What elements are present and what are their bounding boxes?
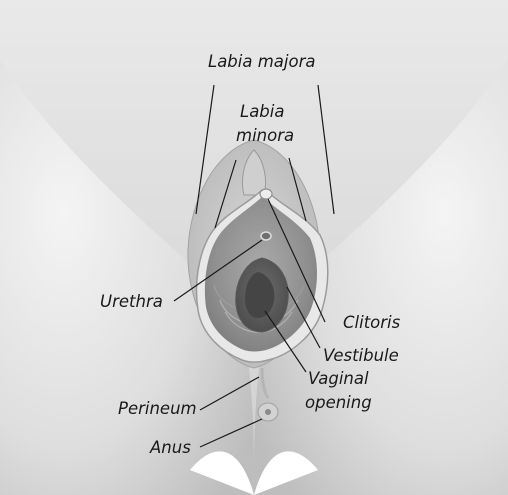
label-anus: Anus bbox=[149, 438, 191, 457]
anus-center bbox=[265, 409, 271, 415]
label-urethra: Urethra bbox=[100, 292, 163, 311]
label-labia-majora: Labia majora bbox=[208, 52, 315, 71]
label-perineum: Perineum bbox=[118, 399, 197, 418]
label-vaginal-opening-line1: Vaginal bbox=[308, 369, 369, 388]
label-labia-minora-line1: Labia bbox=[240, 102, 284, 121]
clitoris-shape bbox=[260, 189, 272, 199]
urethra-shape bbox=[261, 232, 271, 240]
label-vestibule: Vestibule bbox=[323, 346, 399, 365]
label-labia-minora-line2: minora bbox=[236, 126, 294, 145]
label-clitoris: Clitoris bbox=[343, 313, 401, 332]
label-vaginal-opening-line2: opening bbox=[305, 393, 372, 412]
